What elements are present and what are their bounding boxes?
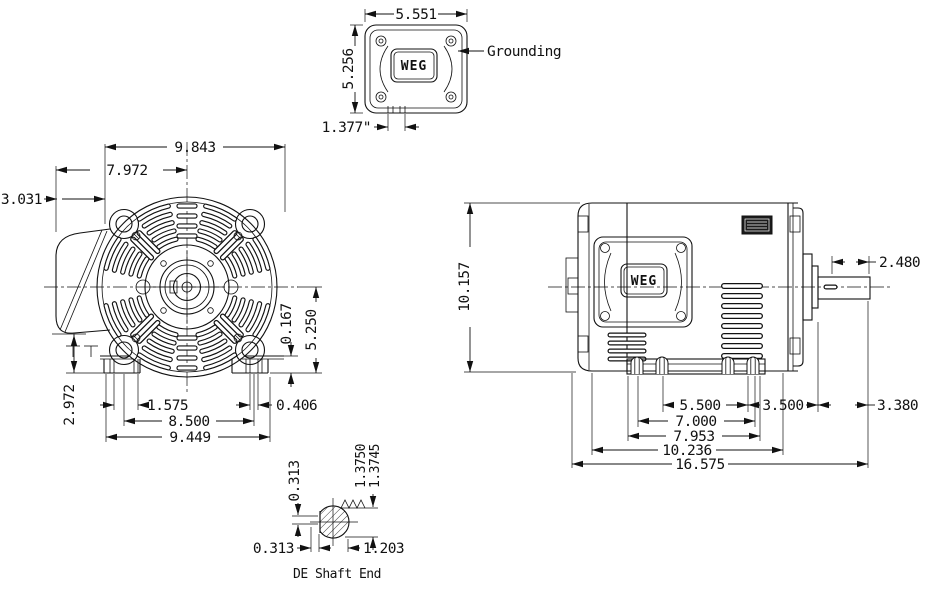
dim-foot-length: 7.000 (675, 414, 716, 430)
cover-flourish-right (443, 45, 453, 93)
shaft-detail-view: 1.3750 1.3745 0.313 0.313 1.203 DE Shaft… (253, 444, 405, 582)
grounding-label: Grounding (487, 44, 561, 60)
cover-flourish-left (379, 45, 389, 93)
dim-shaft-dia-lower: 1.3745 (368, 444, 383, 488)
conduit-box-front (55, 228, 111, 357)
dim-width-to-center: 7.972 (106, 163, 147, 179)
dim-box-depth: 3.031 (1, 192, 42, 208)
dim-pad-thickness: 0.167 (279, 303, 295, 344)
knurl-symbol (340, 499, 366, 509)
dim-knockout-spacing: 1.377" (322, 120, 371, 136)
shaft-side (802, 253, 871, 321)
fan-grille (103, 203, 271, 371)
side-feet (626, 356, 766, 375)
dim-foot-plate-length: 7.953 (673, 429, 714, 445)
front-view: 9.843 7.972 3.031 0.167 5.250 2.972 1.57… (1, 140, 322, 446)
dim-slot-width-left: 1.575 (147, 398, 188, 414)
dim-box-bottom-height: 2.972 (62, 384, 78, 425)
dim-bolt-span: 8.500 (168, 414, 209, 430)
terminal-box-side: WEG (593, 236, 693, 328)
terminal-box-top-view: WEG 5.551 5.256 1.377" Grounding (322, 7, 562, 136)
dim-shaft-dia-upper: 1.3750 (354, 444, 369, 488)
shaft-cross-section (319, 505, 350, 539)
dim-box-height: 5.256 (341, 48, 357, 89)
dim-overall-length: 16.575 (675, 457, 724, 473)
rim-screws (131, 231, 243, 343)
dim-overall-width: 9.843 (174, 140, 215, 156)
weg-logo-side: WEG (620, 263, 668, 298)
dim-bolt-spacing: 5.500 (679, 398, 720, 414)
weg-logo-top: WEG (390, 48, 438, 83)
nameplate (741, 215, 773, 235)
weg-logo-text-side: WEG (631, 274, 657, 289)
dim-overall-height: 10.157 (457, 262, 473, 311)
dim-key-length: 1.203 (363, 541, 404, 557)
shaft-detail-caption: DE Shaft End (293, 567, 381, 582)
dim-shaft-usable: 2.480 (879, 255, 920, 271)
dim-slot-width-right: 0.406 (276, 398, 317, 414)
fan-cover-rim (96, 196, 278, 378)
dim-frame-length: 10.236 (662, 443, 711, 459)
dim-shaft-extension: 3.380 (877, 398, 918, 414)
dim-shaft-center-height: 5.250 (304, 309, 320, 350)
dim-key-offset: 0.313 (253, 541, 294, 557)
dim-base-width: 9.449 (169, 430, 210, 446)
weg-logo-text: WEG (401, 59, 427, 74)
dim-box-width: 5.551 (395, 7, 436, 23)
dim-key-height: 0.313 (287, 460, 303, 501)
shaft-hub (135, 244, 239, 330)
vents-large (721, 283, 763, 359)
dim-rear-to-foot: 3.500 (762, 398, 803, 414)
side-view: WEG 10.157 2.480 (457, 202, 921, 473)
